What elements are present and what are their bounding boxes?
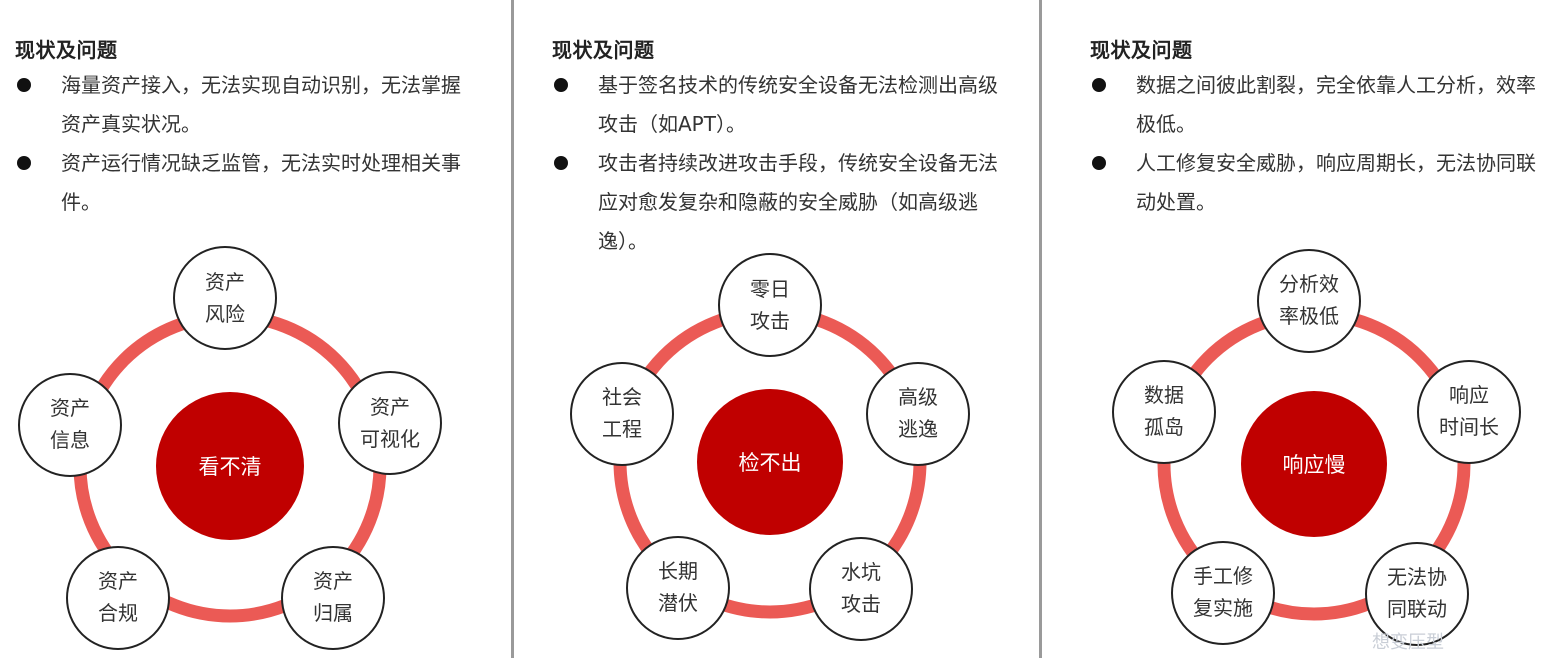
node-circle	[281, 546, 385, 650]
center-label: 看不清	[199, 455, 262, 479]
node-label-line1: 分析效	[1279, 272, 1339, 296]
node-asset-visualization: 资产 可视化	[338, 371, 442, 475]
bullet-item: 人工修复安全威胁，响应周期长，无法协同联动处置。	[1090, 144, 1540, 222]
bullet-dot-icon	[554, 78, 568, 92]
panel-title: 现状及问题	[552, 38, 655, 62]
bullet-text: 数据之间彼此割裂，完全依靠人工分析，效率极低。	[1136, 73, 1536, 136]
node-advanced-evasion: 高级 逃逸	[866, 362, 970, 466]
center-circle	[156, 392, 304, 540]
node-label-line2: 攻击	[750, 309, 790, 333]
node-label-line1: 社会	[602, 385, 642, 409]
bullet-text: 海量资产接入，无法实现自动识别，无法掌握资产真实状况。	[61, 73, 461, 136]
panel-title: 现状及问题	[15, 38, 118, 62]
panel-title: 现状及问题	[1090, 38, 1193, 62]
bullet-dot-icon	[17, 156, 31, 170]
node-circle	[1417, 360, 1521, 464]
node-label-line2: 可视化	[360, 427, 420, 451]
bullet-dot-icon	[1092, 78, 1106, 92]
node-asset-compliance: 资产 合规	[66, 546, 170, 650]
node-circle	[18, 373, 122, 477]
node-circle	[570, 362, 674, 466]
bullet-item: 基于签名技术的传统安全设备无法检测出高级攻击（如APT）。	[552, 66, 1002, 144]
bullet-text: 基于签名技术的传统安全设备无法检测出高级攻击（如APT）。	[598, 73, 998, 136]
cycle-diagram: 响应慢 分析效 率极低 响应 时间长 无法协 同联动 手工修 复实施 数据 孤岛	[1112, 249, 1521, 646]
panel-divider	[511, 0, 514, 658]
node-no-coordination: 无法协 同联动	[1365, 542, 1469, 646]
node-label-line2: 工程	[602, 417, 642, 441]
node-low-analysis-efficiency: 分析效 率极低	[1257, 249, 1361, 353]
node-long-response-time: 响应 时间长	[1417, 360, 1521, 464]
node-circle	[173, 246, 277, 350]
node-zero-day-attack: 零日 攻击	[718, 253, 822, 357]
watermark-text: 想变压型	[1372, 632, 1444, 653]
bullet-item: 数据之间彼此割裂，完全依靠人工分析，效率极低。	[1090, 66, 1540, 144]
node-label-line1: 数据	[1144, 383, 1184, 407]
node-circle	[1365, 542, 1469, 646]
node-label-line1: 无法协	[1387, 565, 1447, 589]
node-label-line2: 合规	[98, 601, 138, 625]
bullet-list: 数据之间彼此割裂，完全依靠人工分析，效率极低。 人工修复安全威胁，响应周期长，无…	[1090, 66, 1540, 222]
node-label-line2: 攻击	[841, 592, 881, 616]
node-label-line1: 长期	[658, 559, 698, 583]
node-label-line1: 响应	[1449, 383, 1489, 407]
node-asset-info: 资产 信息	[18, 373, 122, 477]
node-label-line2: 逃逸	[898, 417, 938, 441]
node-label-line1: 零日	[750, 277, 790, 301]
node-label-line2: 信息	[50, 428, 90, 452]
bullet-item: 资产运行情况缺乏监管，无法实时处理相关事件。	[15, 144, 465, 222]
node-data-silos: 数据 孤岛	[1112, 360, 1216, 464]
node-circle	[626, 536, 730, 640]
bullet-dot-icon	[17, 78, 31, 92]
node-label-line2: 时间长	[1439, 415, 1499, 439]
center-label: 检不出	[739, 451, 802, 475]
cycle-diagram: 检不出 零日 攻击 高级 逃逸 水坑 攻击 长期 潜伏 社会 工程	[570, 253, 970, 641]
node-long-term-lurking: 长期 潜伏	[626, 536, 730, 640]
bullet-text: 攻击者持续改进攻击手段，传统安全设备无法应对愈发复杂和隐蔽的安全威胁（如高级逃逸…	[598, 151, 998, 253]
node-label-line1: 资产	[98, 569, 138, 593]
panel-3: 现状及问题 数据之间彼此割裂，完全依靠人工分析，效率极低。 人工修复安全威胁，响…	[1042, 0, 1558, 658]
node-asset-risk: 资产 风险	[173, 246, 277, 350]
node-circle	[866, 362, 970, 466]
node-label-line1: 手工修	[1193, 564, 1253, 588]
node-watering-hole-attack: 水坑 攻击	[809, 537, 913, 641]
node-circle	[718, 253, 822, 357]
node-label-line2: 潜伏	[658, 591, 698, 615]
node-label-line1: 水坑	[841, 560, 881, 584]
panel-divider	[1039, 0, 1042, 658]
node-label-line2: 归属	[313, 601, 353, 625]
node-circle	[1257, 249, 1361, 353]
node-label-line2: 孤岛	[1144, 415, 1184, 439]
node-circle	[1112, 360, 1216, 464]
center-circle	[697, 389, 843, 535]
node-circle	[338, 371, 442, 475]
node-label-line1: 高级	[898, 385, 938, 409]
node-label-line2: 同联动	[1387, 597, 1447, 621]
cycle-diagram: 看不清 资产 风险 资产 可视化 资产 归属 资产 合规 资产 信息	[18, 246, 442, 650]
node-label-line2: 风险	[205, 302, 245, 326]
node-circle	[66, 546, 170, 650]
bullet-dot-icon	[554, 156, 568, 170]
bullet-text: 资产运行情况缺乏监管，无法实时处理相关事件。	[61, 151, 461, 214]
node-label-line2: 复实施	[1193, 596, 1253, 620]
bullet-item: 攻击者持续改进攻击手段，传统安全设备无法应对愈发复杂和隐蔽的安全威胁（如高级逃逸…	[552, 144, 1002, 261]
node-label-line1: 资产	[205, 270, 245, 294]
node-label-line2: 率极低	[1279, 304, 1339, 328]
bullet-dot-icon	[1092, 156, 1106, 170]
node-circle	[1171, 541, 1275, 645]
node-circle	[809, 537, 913, 641]
center-circle	[1241, 391, 1387, 537]
node-social-engineering: 社会 工程	[570, 362, 674, 466]
node-manual-repair: 手工修 复实施	[1171, 541, 1275, 645]
panel-2: 现状及问题 基于签名技术的传统安全设备无法检测出高级攻击（如APT）。 攻击者持…	[514, 0, 1038, 658]
node-label-line1: 资产	[370, 395, 410, 419]
center-label: 响应慢	[1283, 453, 1346, 477]
panel-1: 现状及问题 海量资产接入，无法实现自动识别，无法掌握资产真实状况。 资产运行情况…	[0, 0, 510, 658]
node-label-line1: 资产	[50, 396, 90, 420]
bullet-text: 人工修复安全威胁，响应周期长，无法协同联动处置。	[1136, 151, 1536, 214]
bullet-item: 海量资产接入，无法实现自动识别，无法掌握资产真实状况。	[15, 66, 465, 144]
node-asset-ownership: 资产 归属	[281, 546, 385, 650]
node-label-line1: 资产	[313, 569, 353, 593]
bullet-list: 基于签名技术的传统安全设备无法检测出高级攻击（如APT）。 攻击者持续改进攻击手…	[552, 66, 1002, 261]
bullet-list: 海量资产接入，无法实现自动识别，无法掌握资产真实状况。 资产运行情况缺乏监管，无…	[15, 66, 465, 222]
